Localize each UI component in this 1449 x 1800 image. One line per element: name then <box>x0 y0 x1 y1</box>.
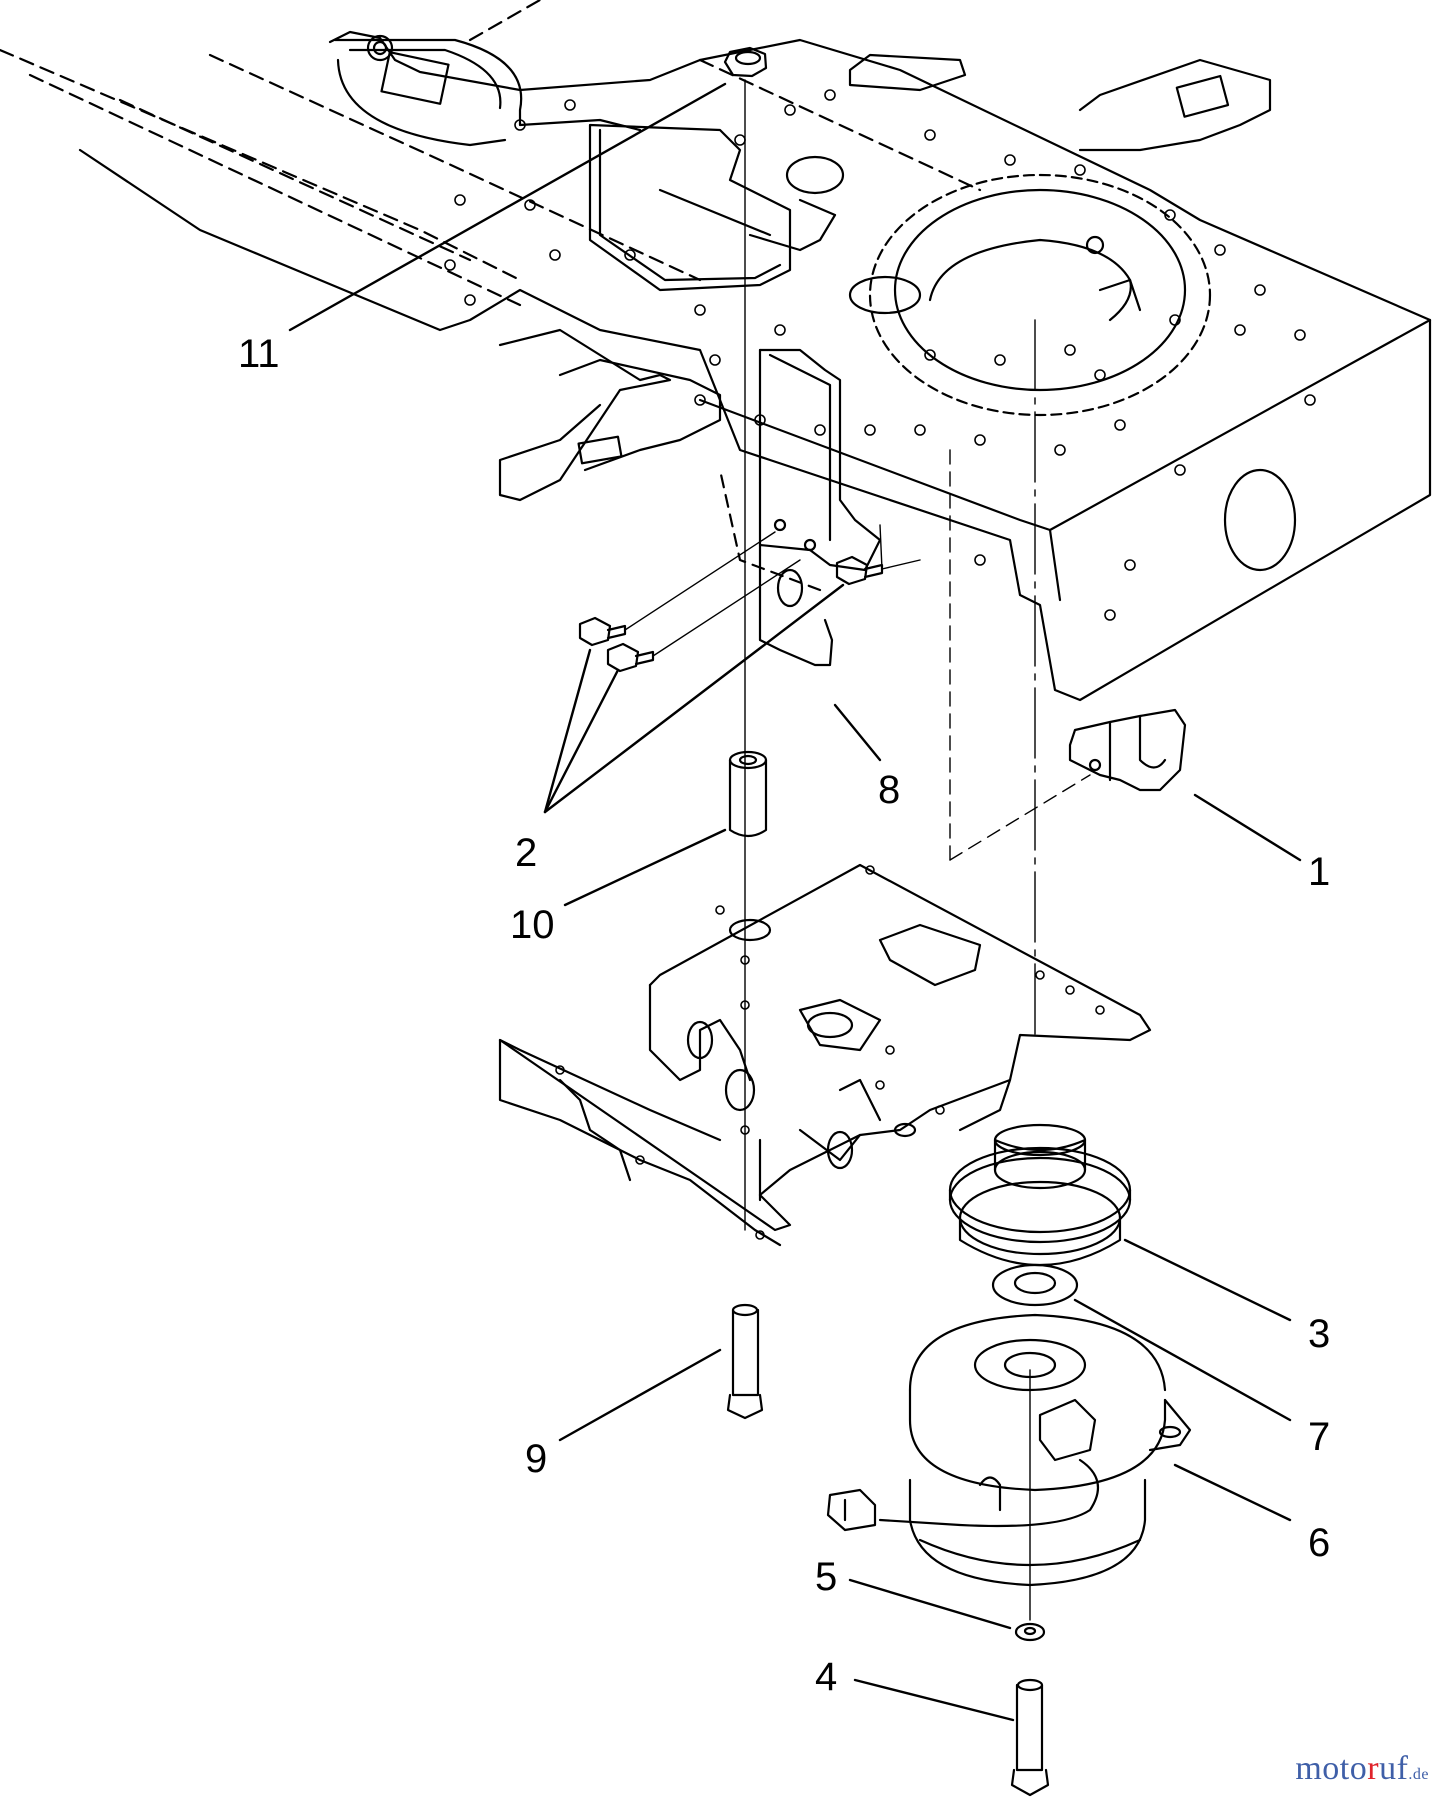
label-7: 7 <box>1308 1415 1330 1459</box>
label-3: 3 <box>1308 1312 1330 1356</box>
part-9-bolt <box>726 1303 764 1420</box>
part-5-washer <box>1014 1622 1046 1642</box>
part-3-pulley <box>948 1123 1132 1267</box>
label-10: 10 <box>510 903 555 947</box>
lower-plate <box>498 863 1152 1247</box>
label-6: 6 <box>1308 1521 1330 1565</box>
label-11: 11 <box>238 332 280 376</box>
part-8-bracket <box>758 348 882 667</box>
watermark-tld: .de <box>1408 1766 1429 1783</box>
label-2: 2 <box>515 831 537 875</box>
part-7-washer <box>991 1263 1079 1307</box>
part-11-nut <box>723 46 768 78</box>
label-5: 5 <box>815 1555 837 1599</box>
part-1-bracket <box>1068 708 1187 792</box>
watermark-suffix: uf <box>1379 1750 1409 1787</box>
label-4: 4 <box>815 1655 837 1699</box>
label-9: 9 <box>525 1437 547 1481</box>
part-labels: 11 2 8 1 10 3 7 6 9 5 4 <box>238 332 1330 1699</box>
label-1: 1 <box>1308 850 1330 894</box>
watermark-accent: r <box>1367 1750 1380 1787</box>
watermark-prefix: moto <box>1295 1750 1368 1787</box>
part-6-clutch <box>826 1313 1192 1587</box>
part-10-spacer <box>728 750 768 838</box>
label-8: 8 <box>878 768 900 812</box>
watermark-logo: motoruf.de <box>1295 1750 1429 1788</box>
part-4-bolt <box>1010 1678 1050 1797</box>
part-2-bolts <box>578 524 921 673</box>
leader-lines <box>288 82 1302 1722</box>
frame <box>0 0 1432 702</box>
